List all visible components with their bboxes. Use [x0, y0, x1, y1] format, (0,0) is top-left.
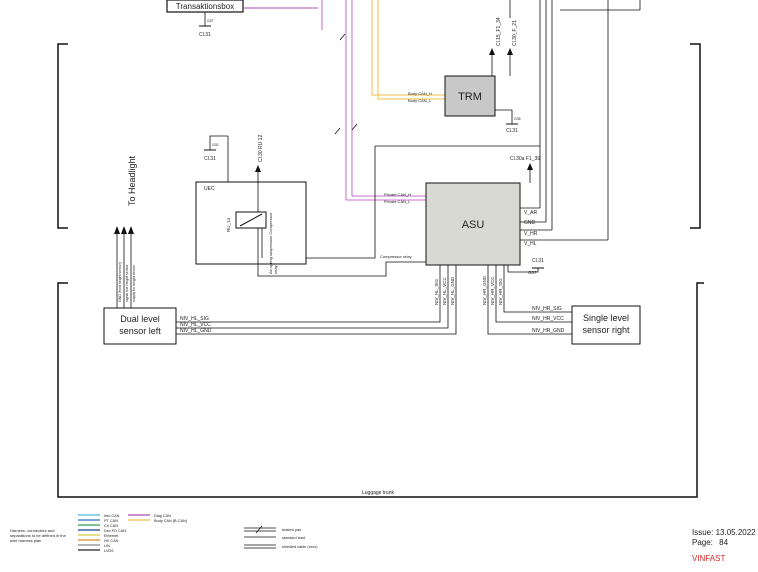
luggage-area-frame	[57, 282, 704, 498]
relay-ground-code: G02	[212, 143, 219, 147]
sensor-left-wire-0: NIV_HL_SIG	[180, 316, 209, 322]
asu-pin-right-0: V_AR	[524, 210, 537, 216]
relay-supply: Cl.30 RU 12	[258, 135, 264, 162]
asu-pin-bottom-right-1: NIV_HR_VCC	[490, 276, 495, 305]
sensor-left-wire-1: NIV_HL_VCC	[180, 322, 211, 328]
legend-col3-2: shielded cable (xxxx)	[282, 545, 318, 549]
asu-priv-h: Private CAN_H	[384, 192, 411, 197]
legend-col1-5: HV CAN	[104, 539, 119, 543]
legend-col3-0: twisted pair	[282, 528, 302, 532]
trm-out1: Cl.15_F1_34	[496, 17, 502, 46]
asu-pin-bottom-left-0: NIV_HL_SIG	[434, 278, 439, 305]
issue-line: Issue: 13.05.2022	[692, 528, 756, 537]
brand-logo: VINFAST	[692, 554, 726, 563]
bracket-top-right	[690, 43, 701, 229]
trm-bus-h: Body CAN_H	[408, 91, 432, 96]
legend-col2-1: Body CAN (B-CAN)	[154, 519, 188, 523]
sensor-left-line2: sensor left	[119, 326, 161, 336]
ground-code: G07	[207, 19, 214, 23]
trm-ground: Cl.31	[506, 128, 518, 134]
trm-label: TRM	[458, 91, 482, 103]
bracket-top-left	[57, 43, 68, 229]
headlight-wire-1: signal line height sensor	[125, 264, 129, 302]
sensor-right-wire-2: NIV_HR_GND	[532, 328, 565, 334]
right-ground: Cl.31	[532, 258, 544, 264]
asu-pin-bottom-left-1: NIV_HL_VCC	[442, 276, 447, 305]
legend-col1-7: LVDS	[104, 549, 114, 553]
page-label: Page:	[692, 538, 713, 547]
sensor-right-line2: sensor right	[582, 325, 630, 335]
asu-pin-bottom-right-0: NIV_HR_GND	[482, 275, 487, 305]
asu-module	[425, 182, 521, 266]
asu-pin-bottom-left-2: NIV_HL_GND	[450, 276, 455, 305]
sensor-left-line1: Dual level	[120, 314, 160, 324]
asu-supply: Cl.30a F1_39	[510, 156, 540, 162]
sensor-left-box	[103, 307, 177, 345]
ground-label: Cl.31	[199, 32, 211, 38]
page-line: Page: 84	[692, 538, 728, 547]
legend-col1-0: Info CAN	[104, 514, 120, 518]
legend-col3-1: standard lead	[282, 536, 305, 540]
relay-ground: Cl.31	[204, 156, 216, 162]
asu-priv-l: Private CAN_L	[384, 199, 411, 204]
trm-out2: Cl.30_F_21	[512, 20, 518, 46]
legend-col2-0: Diag CAN	[154, 514, 171, 518]
asu-pin-right-1: GND	[524, 220, 536, 226]
legend	[78, 514, 276, 551]
trm-ground-code: G35	[514, 117, 521, 121]
asu-compressor: Compressor relay	[380, 254, 412, 259]
asu-pin-right-2: V_HR	[524, 231, 538, 237]
legend-col1-6: LIN	[104, 544, 110, 548]
right-ground-code: G37	[528, 270, 537, 275]
legend-col1-1: PT CAN	[104, 519, 118, 523]
page-value: 84	[719, 538, 729, 547]
headlight-wire-2: supply for height sensor	[132, 264, 136, 302]
sensor-right-box	[571, 305, 641, 345]
asu-pin-bottom-right-2: NIV_HR_SIG	[498, 278, 503, 305]
sensor-right-line1: Single level	[583, 313, 629, 323]
asu-pin-right-3: V_HL	[524, 241, 537, 247]
sensor-right-wire-1: NIV_HR_VCC	[532, 316, 564, 322]
uec-label: UEC	[204, 186, 215, 192]
relay-code: RU_14	[226, 217, 231, 232]
trm-module	[444, 75, 496, 117]
relay-name: Ab spring suspension Compressor relay	[268, 212, 278, 274]
asu-label: ASU	[462, 219, 485, 231]
legend-col1-3: Dev FD CAN	[104, 529, 126, 533]
legend-col1-4: Ethernet	[104, 534, 119, 538]
sensor-right-wire-0: NIV_HR_SIG	[532, 306, 562, 312]
area-label: Luggage trunk	[362, 490, 394, 496]
sensor-left-wire-2: NIV_HL_GND	[180, 328, 212, 334]
headlight-label: To Headlight	[127, 155, 137, 206]
legend-col1-2: Ch CAN	[104, 524, 118, 528]
legend-note: Harness, connectors and separations to b…	[10, 528, 66, 543]
issue-value: 13.05.2022	[715, 528, 756, 537]
transaction-box-label: Transaktionsbox	[176, 2, 234, 11]
issue-label: Issue:	[692, 528, 714, 537]
headlight-wire-0: GND (front height sensor)	[118, 262, 122, 302]
trm-bus-l: Body CAN_L	[408, 98, 432, 103]
